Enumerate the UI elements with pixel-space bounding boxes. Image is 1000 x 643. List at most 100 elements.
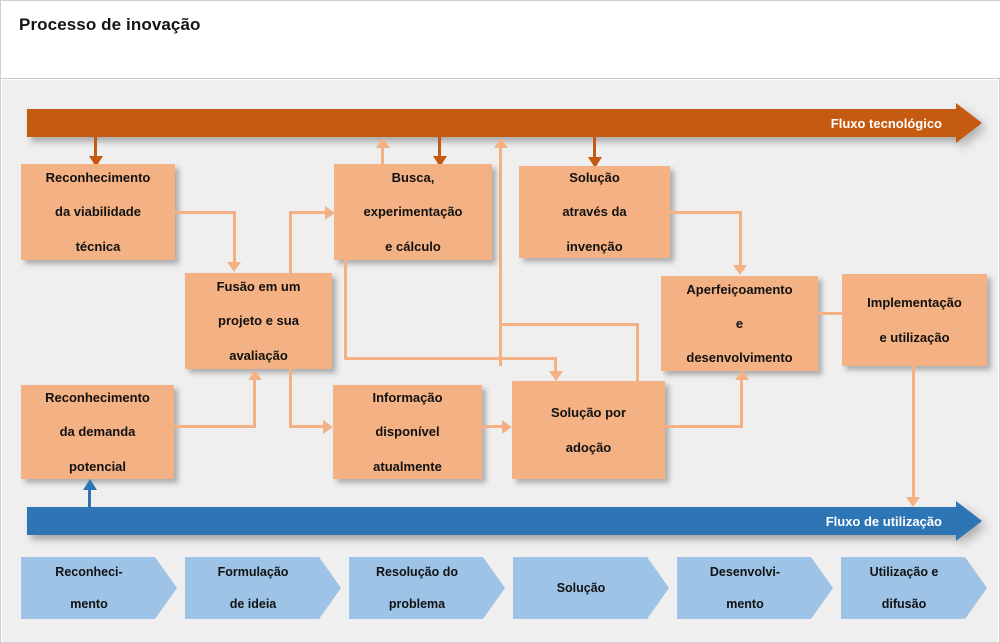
informacao-to-adocao-h — [482, 425, 504, 428]
aperfeicoamento-to-implementacao-h — [818, 312, 844, 315]
line-1: Fusão em um — [216, 279, 301, 295]
fusao-to-busca-v — [289, 211, 292, 273]
box-fusao-projeto-avaliacao-label: Fusão em um projeto e sua avaliação — [205, 278, 313, 364]
use-flow-arrow: Fluxo de utilização — [27, 507, 956, 535]
use-flow-to-demanda-v — [88, 489, 91, 522]
tech-to-viabilidade-arrowhead — [89, 156, 103, 167]
box-reconhecimento-demanda-potencial[interactable]: Reconhecimento da demanda potencial — [21, 385, 174, 479]
title-band: Processo de inovação — [1, 1, 1000, 79]
box-solucao-atraves-invencao-label: Solução através da invenção — [550, 169, 638, 255]
tech-to-busca-arrowhead — [433, 156, 447, 167]
box-implementacao-utilizacao-label: Implementação e utilização — [855, 294, 974, 345]
line-2: da viabilidade — [55, 204, 141, 220]
line-1: Reconhecimento — [45, 390, 150, 406]
line-3: invenção — [566, 238, 623, 254]
busca-to-adocao-arrowhead — [549, 371, 563, 381]
stage-chevron-solucao-label: Solução — [549, 580, 634, 596]
line-1: Reconheci- — [55, 564, 123, 579]
fusao-to-busca-h — [289, 211, 327, 214]
stage-chevron-utilizacao-e-difusao[interactable]: Utilização e difusão — [841, 557, 987, 619]
line-3: potencial — [68, 458, 127, 474]
line-3: atualmente — [373, 458, 442, 474]
page-title: Processo de inovação — [19, 15, 201, 34]
stage-chevron-desenvolvimento[interactable]: Desenvolvi- mento — [677, 557, 833, 619]
adocao-to-aperfeicoamento-v — [740, 380, 743, 428]
viabilidade-to-fusao-arrowhead — [227, 262, 241, 272]
line-3: avaliação — [229, 347, 288, 363]
line-1: Solução por — [550, 405, 627, 421]
invencao-to-aperfeicoamento-arrowhead — [733, 265, 747, 275]
line-1: Aperfeiçoamento — [686, 281, 793, 297]
line-1: Solução — [569, 170, 620, 186]
box-solucao-atraves-invencao[interactable]: Solução através da invenção — [519, 166, 670, 258]
stage-chevron-solucao[interactable]: Solução — [513, 557, 669, 619]
box-aperfeicoamento-desenvolvimento[interactable]: Aperfeiçoamento e desenvolvimento — [661, 276, 818, 371]
box-reconhecimento-viabilidade-tecnica-label: Reconhecimento da viabilidade técnica — [34, 169, 163, 255]
viabilidade-to-fusao-h — [175, 211, 236, 214]
fusao-to-busca-arrowhead — [325, 206, 335, 220]
line-2: problema — [388, 597, 446, 612]
invencao-to-aperfeicoamento-h — [670, 211, 742, 214]
box-busca-experimentacao-calculo[interactable]: Busca, experimentação e cálculo — [334, 164, 492, 260]
stage-chevron-resolucao-do-problema[interactable]: Resolução do problema — [349, 557, 505, 619]
line-3: desenvolvimento — [686, 350, 793, 366]
demanda-to-fusao-v — [253, 380, 256, 428]
invencao-to-aperfeicoamento-v — [739, 211, 742, 266]
box-fusao-projeto-avaliacao[interactable]: Fusão em um projeto e sua avaliação — [185, 273, 332, 369]
box-aperfeicoamento-desenvolvimento-label: Aperfeiçoamento e desenvolvimento — [674, 281, 804, 367]
line-1: Implementação — [867, 295, 962, 311]
busca-to-tech-arrowhead — [376, 138, 390, 148]
busca-to-adocao-v2 — [554, 357, 557, 373]
demanda-to-fusao-h — [174, 425, 256, 428]
box-implementacao-utilizacao[interactable]: Implementação e utilização — [842, 274, 987, 366]
tech-to-busca-line — [438, 137, 441, 158]
line-2: e utilização — [879, 329, 950, 345]
box-informacao-disponivel-atualmente[interactable]: Informação disponível atualmente — [333, 385, 482, 479]
stage-chevron-utilizacao-e-difusao-label: Utilização e difusão — [862, 564, 967, 613]
informacao-to-adocao-arrowhead — [502, 420, 512, 434]
box-solucao-por-adocao-label: Solução por adoção — [539, 404, 638, 455]
line-1: Resolução do — [376, 564, 458, 579]
stage-chevron-reconhecimento[interactable]: Reconheci- mento — [21, 557, 177, 619]
line-3: técnica — [75, 238, 121, 254]
stage-chevron-formulacao-de-ideia-label: Formulação de ideia — [210, 564, 317, 613]
line-1: Busca, — [391, 170, 435, 186]
adocao-to-tech-drop — [636, 323, 639, 381]
tech-flow-label: Fluxo tecnológico — [830, 115, 942, 131]
line-2: projeto e sua — [218, 313, 299, 329]
tech-to-viabilidade-line — [94, 137, 97, 158]
diagram-canvas: Fluxo tecnológico Reconhecimento da viab… — [2, 80, 998, 642]
use-flow-label: Fluxo de utilização — [825, 513, 942, 529]
fusao-to-informacao-h — [289, 425, 324, 428]
box-reconhecimento-demanda-potencial-label: Reconhecimento da demanda potencial — [33, 389, 162, 475]
fusao-to-informacao-arrowhead — [323, 420, 333, 434]
busca-to-adocao-h — [344, 357, 557, 360]
line-3: e cálculo — [385, 238, 441, 254]
adocao-to-aperfeicoamento-arrowhead — [735, 370, 749, 380]
line-2: através da — [562, 204, 627, 220]
fusao-to-informacao-v — [289, 369, 292, 427]
adocao-to-tech-arrowhead — [494, 138, 508, 148]
demanda-to-fusao-arrowhead — [248, 370, 262, 380]
tech-to-invencao-arrowhead — [588, 157, 602, 168]
stage-chevron-reconhecimento-label: Reconheci- mento — [47, 564, 150, 613]
viabilidade-to-fusao-v — [233, 211, 236, 263]
line-1: Formulação — [217, 564, 289, 579]
stage-chevron-resolucao-do-problema-label: Resolução do problema — [368, 564, 486, 613]
line-2: de ideia — [229, 597, 277, 612]
box-reconhecimento-viabilidade-tecnica[interactable]: Reconhecimento da viabilidade técnica — [21, 164, 175, 260]
line-2: adoção — [565, 439, 612, 455]
stage-chevron-formulacao-de-ideia[interactable]: Formulação de ideia — [185, 557, 341, 619]
line-1: Solução — [556, 580, 606, 595]
line-1: Informação — [372, 390, 443, 406]
adocao-to-tech-elbow — [499, 323, 639, 326]
implementacao-to-use-flow-arrowhead — [906, 497, 920, 507]
line-2: mento — [726, 597, 764, 612]
busca-to-adocao-v1 — [344, 260, 347, 360]
tech-flow-arrow: Fluxo tecnológico — [27, 109, 956, 137]
box-solucao-por-adocao[interactable]: Solução por adoção — [512, 381, 665, 479]
line-2: disponível — [375, 424, 440, 440]
line-2: da demanda — [59, 424, 136, 440]
line-1: Desenvolvi- — [709, 564, 781, 579]
